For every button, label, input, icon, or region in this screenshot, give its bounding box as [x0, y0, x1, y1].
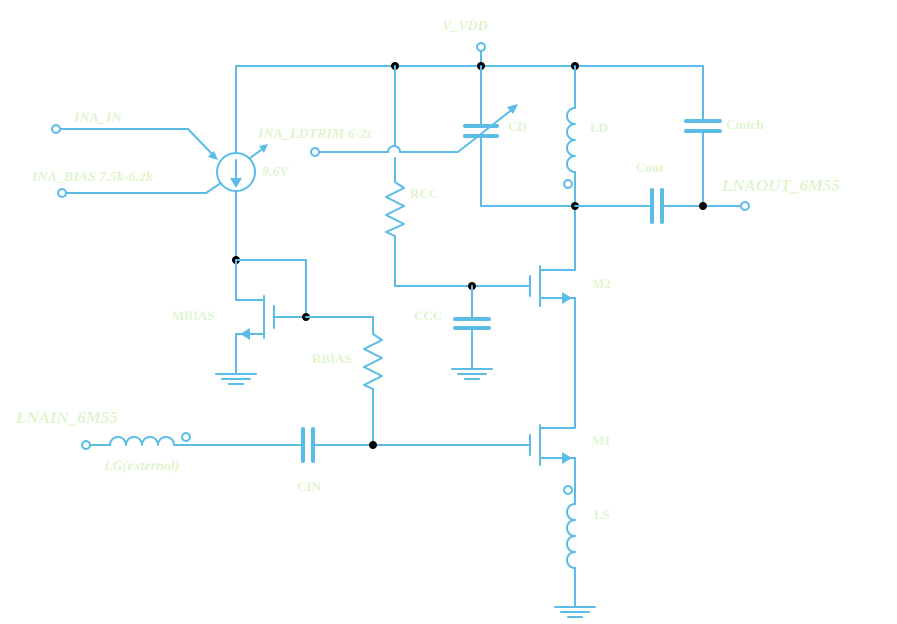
cd-label: CD [508, 119, 527, 134]
cd-variable-arrow-shaft [457, 107, 515, 153]
rbias-resistor [363, 333, 383, 390]
ina-ldtrim-label: INA_LDTRIM 6-2z [257, 127, 373, 142]
m1-label: M1 [592, 433, 611, 448]
cout-label: Cout [636, 160, 664, 175]
ina-bias-diag [205, 182, 222, 194]
cd-variable-arrow-icon [507, 104, 518, 114]
ls-dot-marker [563, 485, 573, 495]
lg-inductor [109, 436, 175, 446]
m2-label: M2 [592, 276, 611, 291]
rbias-label: RBIAS [312, 351, 352, 366]
ls-inductor [566, 503, 576, 569]
ina-in-diag [187, 128, 215, 157]
ldtrim-wire-hop [387, 145, 401, 153]
source-out-arrow-icon [259, 144, 268, 153]
bias-value-label: 9.6V [262, 165, 291, 180]
cmtch-label: Cmtch [726, 117, 764, 132]
ld-label: LD [590, 120, 608, 135]
ina-ldtrim-terminal[interactable] [310, 147, 320, 157]
lg-dot-marker [181, 432, 191, 442]
mbias-label: MBIAS [172, 308, 215, 323]
cin-label: CIN [297, 479, 321, 494]
m2-arrow-icon [562, 292, 572, 304]
rfout-terminal[interactable] [740, 201, 750, 211]
vdd-label: V_VDD [442, 19, 488, 34]
ina-in-arrow-icon [208, 151, 218, 160]
ina-in-label: INA_IN [73, 111, 122, 126]
rcc-resistor [385, 181, 405, 237]
rfin-label: LNAIN_6M55 [15, 408, 119, 427]
ccc-label: CCC [414, 308, 442, 323]
vdd-terminal[interactable] [476, 42, 486, 52]
m1-arrow-icon [562, 452, 572, 464]
ld-dot-marker [563, 179, 573, 189]
current-source-arrow-icon [230, 178, 242, 188]
ina-in-terminal[interactable] [51, 124, 61, 134]
ls-label: LS [594, 507, 610, 522]
mbias-arrow-icon [240, 328, 250, 340]
ina-bias-label: INA_BIAS 7.5k-6.2k [31, 170, 153, 185]
rfin-terminal[interactable] [81, 440, 91, 450]
lg-label: LG(external) [103, 459, 179, 474]
node-out [699, 202, 707, 210]
node-m1-gate [369, 441, 377, 449]
rfout-label: LNAOUT_6M55 [721, 176, 841, 195]
rcc-label: RCC [410, 186, 438, 201]
ina-bias-terminal[interactable] [57, 188, 67, 198]
ld-inductor [566, 107, 576, 173]
